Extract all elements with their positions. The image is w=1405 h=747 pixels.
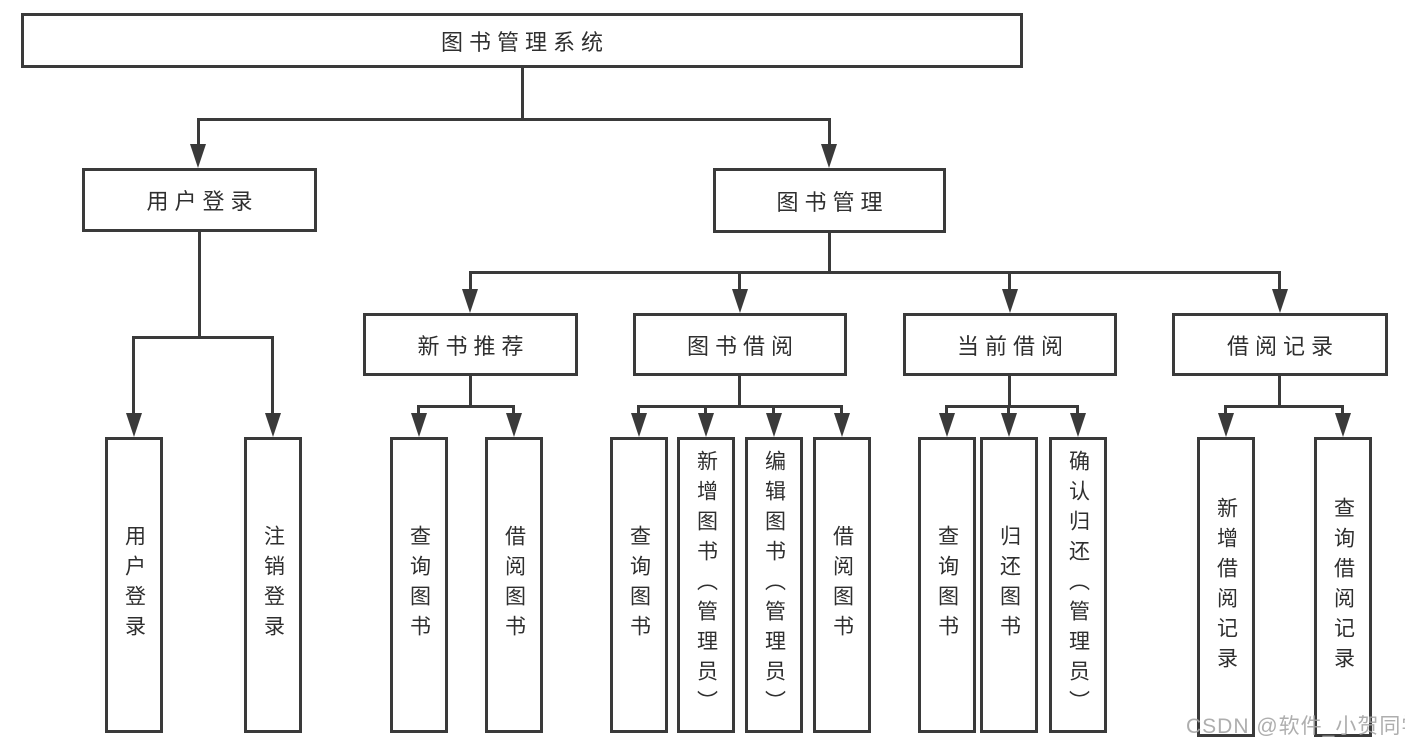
- leaf-query-books-current: 查询图书: [918, 437, 976, 733]
- connector-line: [1278, 271, 1281, 291]
- connector-line: [1076, 405, 1079, 417]
- connector-line: [469, 271, 472, 291]
- connector-arrow: [506, 413, 522, 437]
- node-label: 借阅记录: [1226, 333, 1339, 359]
- node-label: 图书管理: [776, 189, 889, 215]
- leaf-label: 查询借阅记录: [1331, 497, 1355, 677]
- node-label: 新书推荐: [417, 333, 530, 359]
- connector-arrow: [1335, 413, 1351, 437]
- leaf-label: 查询图书: [627, 525, 651, 645]
- connector-arrow: [834, 413, 850, 437]
- node-library-system: 图书管理系统: [21, 13, 1023, 68]
- leaf-query-borrow-record: 查询借阅记录: [1314, 437, 1372, 737]
- connector-line: [132, 336, 135, 415]
- connector-line: [1008, 271, 1011, 291]
- leaf-label: 新增借阅记录: [1214, 497, 1238, 677]
- leaf-label: 归还图书: [997, 525, 1021, 645]
- leaf-logout: 注销登录: [244, 437, 302, 733]
- leaf-label: 借阅图书: [830, 525, 854, 645]
- connector-line: [197, 118, 200, 146]
- node-new-book-recommend: 新书推荐: [363, 313, 578, 376]
- connector-line: [738, 376, 741, 407]
- connector-arrow: [939, 413, 955, 437]
- leaf-label: 确认归还（管理员）: [1066, 450, 1090, 720]
- node-label: 图书管理系统: [440, 29, 609, 55]
- connector-line: [417, 405, 515, 408]
- connector-arrow: [1272, 289, 1288, 313]
- connector-arrow: [1070, 413, 1086, 437]
- connector-arrow: [1001, 413, 1017, 437]
- connector-arrow: [766, 413, 782, 437]
- leaf-add-book-admin: 新增图书（管理员）: [677, 437, 735, 733]
- connector-line: [1341, 405, 1344, 417]
- node-book-management: 图书管理: [713, 168, 946, 233]
- connector-line: [1224, 405, 1344, 408]
- connector-line: [271, 336, 274, 415]
- node-label: 图书借阅: [686, 333, 799, 359]
- leaf-borrow-books: 借阅图书: [813, 437, 871, 733]
- node-book-borrow: 图书借阅: [633, 313, 847, 376]
- connector-line: [417, 405, 420, 417]
- connector-line: [637, 405, 640, 417]
- connector-line: [521, 68, 524, 120]
- connector-line: [637, 405, 843, 408]
- connector-arrow: [732, 289, 748, 313]
- connector-arrow: [821, 144, 837, 168]
- node-borrow-records: 借阅记录: [1172, 313, 1388, 376]
- connector-line: [828, 233, 831, 273]
- leaf-label: 借阅图书: [502, 525, 526, 645]
- connector-arrow: [631, 413, 647, 437]
- leaf-return-book: 归还图书: [980, 437, 1038, 733]
- connector-line: [772, 405, 775, 417]
- connector-line: [1224, 405, 1227, 417]
- leaf-label: 注销登录: [261, 525, 285, 645]
- connector-line: [469, 376, 472, 407]
- connector-line: [1007, 405, 1010, 417]
- connector-line: [469, 271, 1281, 274]
- leaf-borrow-books-recommend: 借阅图书: [485, 437, 543, 733]
- connector-line: [198, 232, 201, 339]
- connector-arrow: [1218, 413, 1234, 437]
- connector-arrow: [462, 289, 478, 313]
- node-current-borrow: 当前借阅: [903, 313, 1117, 376]
- csdn-watermark: CSDN @软件_小贺同学: [1186, 715, 1405, 738]
- leaf-label: 查询图书: [407, 525, 431, 645]
- connector-line: [945, 405, 1079, 408]
- connector-line: [738, 271, 741, 291]
- node-user-login: 用户登录: [82, 168, 317, 232]
- connector-line: [1278, 376, 1281, 407]
- leaf-label: 新增图书（管理员）: [694, 450, 718, 720]
- connector-line: [945, 405, 948, 417]
- leaf-label: 用户登录: [122, 525, 146, 645]
- leaf-label: 编辑图书（管理员）: [762, 450, 786, 720]
- connector-line: [704, 405, 707, 417]
- connector-line: [132, 336, 274, 339]
- leaf-query-books-recommend: 查询图书: [390, 437, 448, 733]
- connector-arrow: [265, 413, 281, 437]
- connector-line: [512, 405, 515, 417]
- connector-arrow: [190, 144, 206, 168]
- leaf-label: 查询图书: [935, 525, 959, 645]
- connector-arrow: [698, 413, 714, 437]
- connector-line: [197, 118, 831, 121]
- leaf-edit-book-admin: 编辑图书（管理员）: [745, 437, 803, 733]
- connector-arrow: [411, 413, 427, 437]
- connector-line: [828, 118, 831, 146]
- connector-arrow: [126, 413, 142, 437]
- leaf-add-borrow-record: 新增借阅记录: [1197, 437, 1255, 737]
- leaf-confirm-return-admin: 确认归还（管理员）: [1049, 437, 1107, 733]
- leaf-query-books-borrow: 查询图书: [610, 437, 668, 733]
- connector-arrow: [1002, 289, 1018, 313]
- node-label: 用户登录: [146, 189, 259, 214]
- connector-line: [840, 405, 843, 417]
- leaf-user-login: 用户登录: [105, 437, 163, 733]
- node-label: 当前借阅: [956, 333, 1069, 359]
- connector-line: [1008, 376, 1011, 407]
